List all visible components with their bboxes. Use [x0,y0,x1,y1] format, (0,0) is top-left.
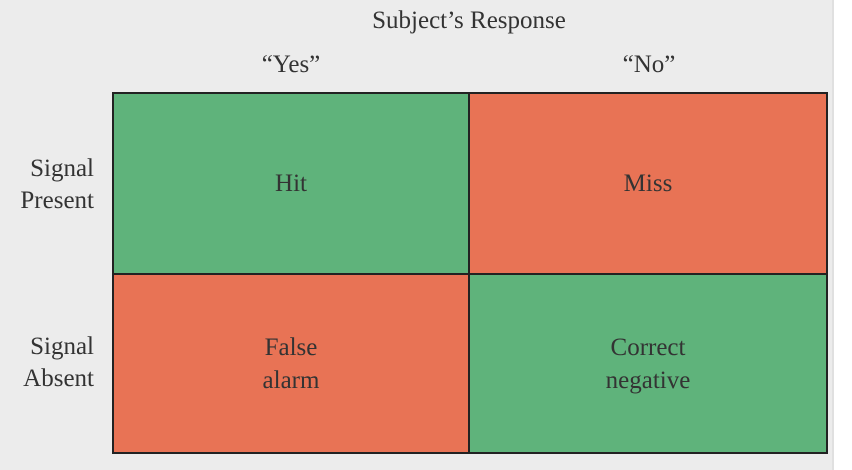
diagram-panel: Subject’s Response “Yes” “No” Signal Pre… [0,0,832,470]
column-header-yes: “Yes” [261,51,321,78]
signal-detection-matrix: Hit Miss False alarm Correct negative [112,92,828,454]
cell-false-alarm-label: False alarm [262,333,320,394]
cell-miss-label: Miss [623,170,673,197]
row-label-signal-absent: Signal Absent [23,333,94,392]
page-edge-strip [832,0,852,470]
cell-correct-negative: Correct negative [470,275,826,452]
cell-hit: Hit [114,94,470,275]
column-header-no: “No” [622,51,676,78]
row-label-signal-present: Signal Present [20,155,94,214]
cell-hit-label: Hit [275,170,307,197]
response-axis-title: Subject’s Response [372,7,566,34]
cell-false-alarm: False alarm [114,275,470,452]
cell-correct-negative-label: Correct negative [605,333,691,394]
cell-miss: Miss [470,94,826,275]
